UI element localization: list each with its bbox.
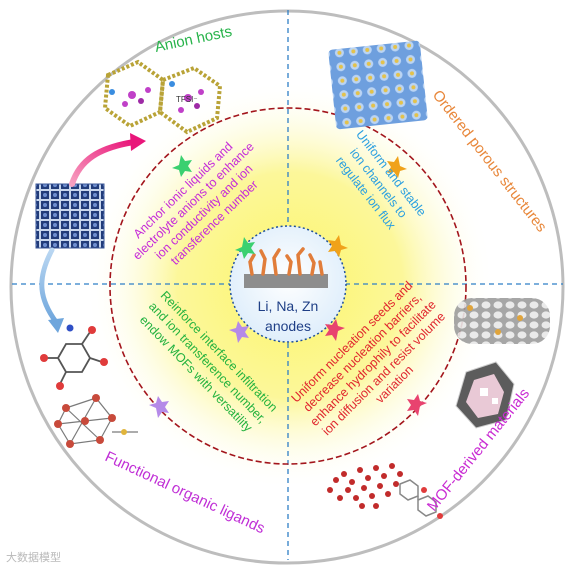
pink-curved-arrow <box>69 139 137 187</box>
star-icon <box>235 237 255 259</box>
anode-dendrites-icon <box>248 247 324 276</box>
carbon-foam-image <box>454 298 550 344</box>
star-pointers <box>149 155 427 418</box>
star-icon <box>149 396 169 418</box>
center-label-line1: Li, Na, Zn <box>258 298 319 314</box>
star-icon <box>172 155 192 177</box>
center-label-line2: anodes <box>265 318 311 334</box>
porous-crystal-image <box>328 40 428 130</box>
star-icon <box>387 156 407 178</box>
tfsi-label: TFSI⁻ <box>176 95 198 104</box>
nanoparticle-cluster-image <box>327 463 403 509</box>
pink-arrow-head <box>130 133 146 151</box>
blue-curved-arrow <box>39 247 59 325</box>
star-icon <box>229 321 249 343</box>
polyhedron-image <box>455 361 515 429</box>
cage-cluster-image <box>54 394 138 448</box>
anode-base <box>244 274 328 288</box>
molecule-chain-image <box>399 479 443 519</box>
inner-dashed-circle <box>109 107 467 465</box>
star-icon <box>325 319 345 341</box>
star-icon <box>407 394 427 416</box>
anion-host-structure-image: TFSI⁻ <box>102 59 223 135</box>
blue-arrow-head <box>48 318 64 333</box>
star-icon <box>328 235 348 257</box>
mof-lattice-image <box>35 183 105 249</box>
watermark: 大数据模型 <box>6 551 61 564</box>
organic-ligand-molecule-image <box>40 324 108 390</box>
